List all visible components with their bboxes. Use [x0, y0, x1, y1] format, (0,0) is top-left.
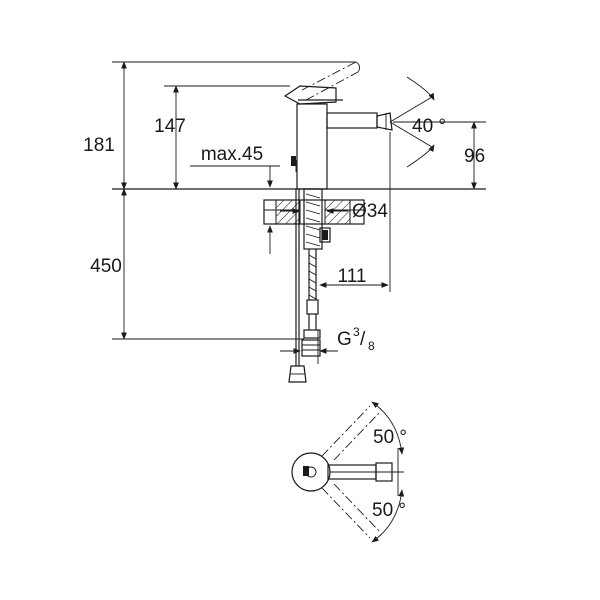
dim-max45-label: max.45 — [201, 144, 263, 165]
dim-spout-height: 147 — [154, 85, 290, 190]
swivel-lower-label: 50 ° — [372, 500, 406, 521]
dim-40-label: 40 ° — [412, 116, 446, 137]
dim-111-label: 111 — [338, 266, 367, 287]
thread-numerator: 3 — [353, 325, 360, 339]
dim-projection: 111 — [319, 132, 391, 292]
dim-181-label: 181 — [83, 135, 115, 156]
dim-hose-length: 450 — [90, 188, 304, 340]
swivel-upper-line — [321, 405, 371, 457]
dim-450-label: 450 — [90, 256, 122, 277]
faucet-body — [283, 61, 393, 190]
dim-96-label: 96 — [464, 146, 485, 167]
thread-denominator: 8 — [368, 339, 375, 353]
thread-g-label: G — [337, 329, 352, 350]
thread-slash: / — [360, 329, 366, 350]
top-body-circle — [291, 452, 331, 492]
dim-outlet-height: 96 — [393, 121, 486, 190]
dim-connection-thread: G 3 / 8 — [280, 325, 375, 364]
swivel-lower-line — [321, 487, 371, 539]
connection-hose — [301, 249, 321, 357]
swivel-upper-label: 50 ° — [373, 427, 407, 448]
side-view: 181 147 max.45 96 40 ° — [83, 61, 486, 383]
pop-up-rod — [288, 189, 307, 383]
dim-diameter-label: Ø34 — [352, 201, 388, 222]
deck-section — [263, 188, 365, 250]
dim-147-label: 147 — [154, 116, 186, 137]
dim-overall-height: 181 — [83, 61, 356, 190]
top-view: 50 ° 50 ° — [291, 401, 407, 543]
dim-max-deck: max.45 — [190, 144, 280, 254]
dim-hole-diameter: Ø34 — [280, 201, 388, 222]
dim-spray-angle: 40 ° — [389, 76, 446, 168]
